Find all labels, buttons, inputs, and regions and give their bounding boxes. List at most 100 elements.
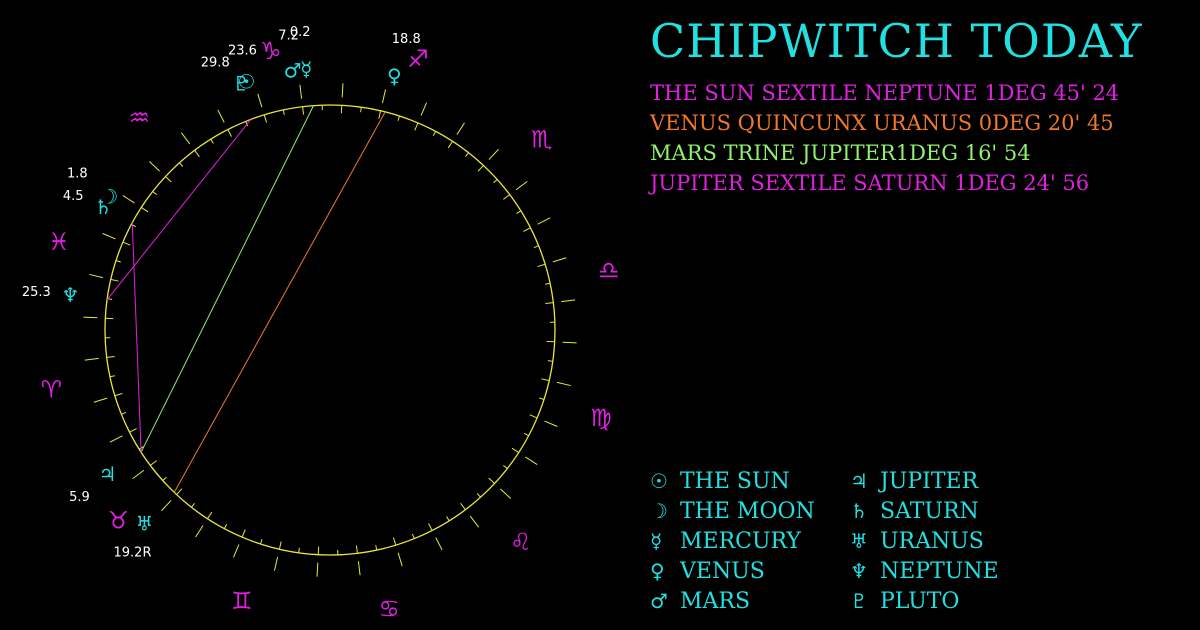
degree-tick — [245, 121, 249, 127]
mercury-icon: ☿ — [650, 529, 663, 553]
moon-icon: ☽ — [650, 499, 668, 523]
outer-tick — [109, 435, 123, 443]
degree-tick — [397, 115, 401, 121]
libra-sign-icon: ♎ — [598, 257, 620, 285]
degree-tick — [194, 150, 200, 157]
outer-tick — [562, 341, 577, 344]
outer-tick — [469, 515, 480, 528]
degree-tick — [278, 541, 282, 550]
aspect-line-sun-neptune — [106, 119, 252, 301]
degree-tick — [263, 114, 268, 123]
scorpio-sign-icon: ♏ — [531, 125, 553, 153]
wheel-circle — [104, 104, 556, 556]
mars-icon: ♂ — [650, 589, 668, 613]
saturn-icon: ♄ — [850, 499, 868, 523]
degree-tick — [207, 511, 213, 519]
degree-tick — [539, 397, 545, 401]
outer-tick — [515, 180, 528, 191]
legend-item-neptune: ♆NEPTUNE — [850, 556, 999, 586]
degree-tick — [446, 516, 450, 522]
outer-tick — [84, 357, 99, 361]
outer-tick — [456, 122, 465, 135]
degree-tick — [503, 465, 508, 469]
degree-tick — [241, 529, 246, 538]
aspect-line-3: MARS TRINE JUPITER1DEG 16' 54 — [650, 141, 1031, 165]
outer-tick — [397, 552, 403, 567]
sun-degree-label: 23.6 — [228, 44, 257, 59]
legend-label: NEPTUNE — [880, 559, 999, 584]
degree-tick — [121, 411, 127, 415]
uranus-degree-label: 19.2R — [114, 545, 152, 560]
moon-icon: ☽ — [100, 184, 118, 208]
outer-tick — [420, 102, 427, 116]
degree-tick — [355, 545, 358, 554]
outer-tick — [525, 456, 538, 465]
aquarius-sign-icon: ♒ — [129, 104, 151, 132]
degree-tick — [191, 503, 195, 508]
degree-tick — [516, 210, 522, 214]
aspect-line-4: JUPITER SEXTILE SATURN 1DEG 24' 56 — [650, 171, 1090, 195]
taurus-sign-icon: ♉ — [107, 507, 129, 535]
degree-tick — [541, 378, 550, 382]
degree-tick — [460, 503, 466, 510]
legend-label: SATURN — [880, 499, 979, 524]
degree-tick — [476, 493, 481, 498]
outer-tick — [381, 89, 387, 104]
legend-item-uranus: ♅URANUS — [850, 526, 999, 556]
degree-tick — [375, 545, 378, 551]
degree-tick — [524, 432, 529, 437]
degree-tick — [523, 227, 531, 232]
venus-degree-label: 18.8 — [392, 32, 421, 47]
degree-tick — [106, 355, 115, 358]
pluto-icon: ♇ — [232, 71, 250, 95]
aspect-line-2: VENUS QUINCUNX URANUS 0DEG 20' 45 — [650, 111, 1114, 135]
pluto-degree-label: 29.8 — [201, 55, 230, 70]
degree-tick — [114, 392, 123, 397]
degree-tick — [122, 241, 131, 246]
legend-label: JUPITER — [880, 469, 979, 494]
degree-tick — [503, 194, 510, 200]
outer-tick — [544, 420, 558, 427]
mars-degree-label: 7.2 — [278, 29, 299, 44]
pisces-sign-icon: ♓ — [48, 228, 70, 256]
neptune-degree-label: 25.3 — [22, 285, 51, 300]
legend-column-left: ☉THE SUN ☽THE MOON ☿MERCURY ♀VENUS ♂MARS — [650, 466, 815, 616]
degree-tick — [414, 122, 419, 131]
degree-tick — [447, 141, 453, 149]
outer-tick — [488, 149, 499, 160]
legend-label: MERCURY — [680, 529, 801, 554]
moon-degree-label: 1.8 — [67, 166, 88, 181]
degree-tick — [545, 282, 551, 285]
outer-tick — [122, 195, 135, 204]
degree-tick — [537, 263, 546, 268]
outer-tick — [435, 537, 443, 551]
legend-label: MARS — [680, 589, 751, 614]
outer-tick — [500, 488, 511, 499]
outer-tick — [233, 544, 240, 558]
venus-icon: ♀ — [650, 559, 665, 583]
outer-tick — [132, 469, 145, 480]
degree-tick — [152, 191, 157, 195]
legend-label: THE MOON — [680, 499, 815, 524]
degree-tick — [129, 428, 137, 433]
degree-tick — [179, 162, 184, 167]
outer-tick — [89, 273, 104, 279]
outer-tick — [257, 93, 263, 108]
outer-tick — [180, 132, 191, 145]
aspect-line-mars-jupiter — [140, 105, 314, 453]
outer-tick — [195, 525, 204, 538]
pluto-icon: ♇ — [850, 589, 868, 613]
degree-tick — [547, 360, 553, 362]
degree-tick — [259, 539, 263, 545]
degree-tick — [360, 107, 362, 113]
legend-label: PLUTO — [880, 589, 960, 614]
degree-tick — [227, 129, 232, 137]
outer-tick — [537, 217, 551, 225]
outer-tick — [357, 561, 361, 576]
leo-sign-icon: ♌ — [510, 528, 532, 556]
outer-tick — [273, 556, 279, 571]
aspect-line-jupiter-saturn — [131, 222, 142, 453]
outer-tick — [561, 299, 576, 303]
mercury-degree-label: 0.2 — [290, 25, 311, 40]
sun-icon: ☉ — [237, 70, 255, 94]
